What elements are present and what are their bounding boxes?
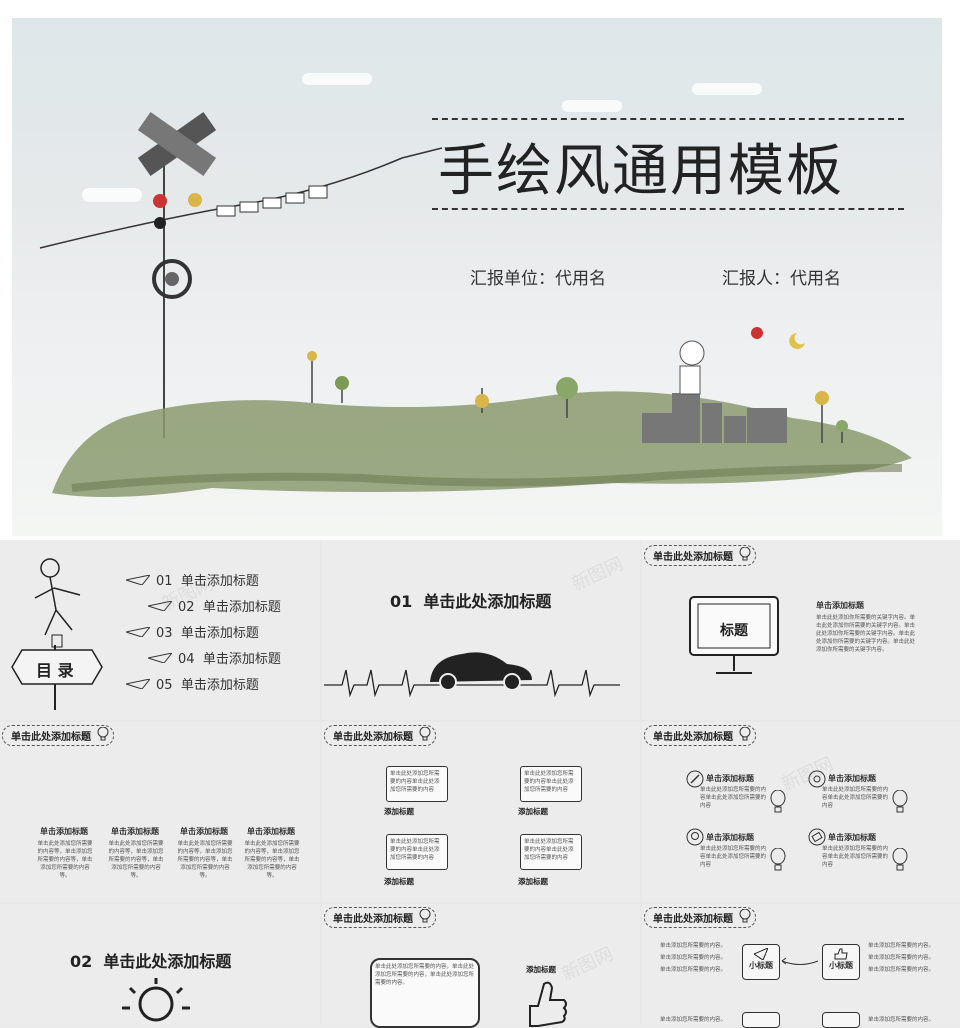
hot-air-balloon-icon [892,790,908,813]
cover-slide[interactable]: 手绘风通用模板 汇报单位：代用名 汇报人：代用名 [0,0,960,540]
flow-box-1[interactable]: 小标题 [742,944,780,980]
column-2-body: 单击此处添加您所需要的内容等，单击添加您所需要的内容等，单击添加您所需要的内容等… [108,841,164,879]
monitor-icon [689,596,779,674]
monitor-heading: 单击添加标题 [816,601,864,610]
slide-tag: 单击此处添加标题 [2,725,114,746]
hot-air-balloon-icon [739,727,751,741]
lightbulb-icon [686,828,704,846]
toc-slide[interactable]: 目 录 01 单击添加标题 02 单击添加标题 03 单击添加标题 04 单击添… [0,540,320,720]
tag-icon [808,828,826,846]
slide-tag: 单击此处添加标题 [644,725,756,746]
paper-plane-icon [126,575,150,585]
bubble-4-label: 添加标题 [518,877,548,886]
toc-item-4[interactable]: 04 单击添加标题 [148,648,281,667]
hand-drawn-landscape-illustration [39,73,912,497]
preview-thumbnails: 目 录 01 单击添加标题 02 单击添加标题 03 单击添加标题 04 单击添… [0,540,960,1028]
column-2-heading: 单击添加标题 [111,827,159,836]
pencil-icon [686,770,704,788]
speech-bubble-3: 单击此处添加您所需要的内容单击此处添加您所需要的内容 [386,834,448,870]
toc-sign-text: 目 录 [36,661,74,680]
icon-item-1-heading: 单击添加标题 [706,774,754,783]
hot-air-balloon-icon [739,547,751,561]
cover-canvas [12,18,942,536]
slide-tag: 单击此处添加标题 [644,907,756,928]
slide-tag: 单击此处添加标题 [324,725,436,746]
flow-chart-slide[interactable]: 单击此处添加标题 单击添加您所需要的内容。 单击添加您所需要的内容。 单击添加您… [642,904,960,1028]
section-02-heading: 02 单击此处添加标题 [70,952,232,971]
toc-item-2[interactable]: 02 单击添加标题 [148,596,281,615]
camera-icon [808,770,826,788]
thumbs-up-label: 添加标题 [526,965,556,974]
toc-item-3[interactable]: 03 单击添加标题 [126,622,259,641]
flow-right-text-2: 单击添加您所需要的内容。 [868,955,935,961]
text-frame: 单击此处添加您所需要的内容，单击此处添加您所需要的内容，单击此处添加您所需要的内… [370,958,480,1028]
slide-tag: 单击此处添加标题 [644,545,756,566]
flow-left-text-3: 单击添加您所需要的内容。 [660,967,727,973]
hot-air-balloon-icon [419,909,431,923]
column-4-body: 单击此处添加您所需要的内容等，单击添加您所需要的内容等，单击添加您所需要的内容等… [244,841,300,879]
column-3-heading: 单击添加标题 [180,827,228,836]
speech-bubble-4: 单击此处添加您所需要的内容单击此处添加您所需要的内容 [520,834,582,870]
flow-box-2[interactable]: 小标题 [822,944,860,980]
paper-plane-icon [148,653,172,663]
section-02-slide[interactable]: 02 单击此处添加标题 [0,904,320,1025]
bubble-1-label: 添加标题 [384,807,414,816]
thumbs-up-icon [529,981,567,1027]
flow-box-4[interactable] [822,1012,860,1028]
stick-figure-signpost-icon [11,558,103,710]
paper-plane-icon [148,601,172,611]
cover-title-frame: 手绘风通用模板 [432,118,904,210]
flow-left-text-2: 单击添加您所需要的内容。 [660,955,727,961]
monitor-screen-text: 标题 [720,623,748,639]
column-3-body: 单击此处添加您所需要的内容等，单击添加您所需要的内容等，单击添加您所需要的内容等… [177,841,233,879]
bubble-2-label: 添加标题 [518,807,548,816]
flow-left-text-4: 单击添加您所需要的内容。 [660,1017,727,1023]
section-01-heading: 01 单击此处添加标题 [390,592,552,611]
hot-air-balloon-icon [892,848,908,871]
flow-left-text-1: 单击添加您所需要的内容。 [660,943,727,949]
slide-tag: 单击此处添加标题 [324,907,436,928]
cover-title[interactable]: 手绘风通用模板 [438,139,844,204]
speech-bubble-1: 单击此处添加您所需要的内容单击此处添加您所需要的内容 [386,766,448,802]
column-4-heading: 单击添加标题 [247,827,295,836]
four-column-slide[interactable]: 单击此处添加标题 单击添加标题 单击此处添加您所需要的内容等，单击添加您所需要的… [0,722,320,902]
icon-item-2-body: 单击此处添加您所需要的内容单击此处添加您所需要的内容 [822,787,889,809]
reporter-name[interactable]: 汇报人：代用名 [722,269,841,289]
flow-right-text-1: 单击添加您所需要的内容。 [868,943,935,949]
lightbulb-icon [122,978,190,1022]
thumbs-up-slide[interactable]: 单击此处添加标题 单击此处添加您所需要的内容，单击此处添加您所需要的内容，单击此… [322,904,640,1028]
icon-item-2-heading: 单击添加标题 [828,774,876,783]
icon-item-3-heading: 单击添加标题 [706,833,754,842]
arrow-icon [781,957,819,965]
hot-air-balloon-icon [419,727,431,741]
icon-item-4-body: 单击此处添加您所需要的内容单击此处添加您所需要的内容 [822,846,889,868]
icon-item-4-heading: 单击添加标题 [828,833,876,842]
icon-list-slide[interactable]: 单击此处添加标题 单击添加标题 单击此处添加您所需要的内容单击此处添加您所需要的… [642,722,960,902]
column-1-body: 单击此处添加您所需要的内容等，单击添加您所需要的内容等，单击添加您所需要的内容等… [37,841,93,879]
section-01-slide[interactable]: 01 单击此处添加标题 [322,540,640,720]
icon-item-3-body: 单击此处添加您所需要的内容单击此处添加您所需要的内容 [700,846,767,868]
bubble-3-label: 添加标题 [384,877,414,886]
car-heartbeat-icon [324,652,620,698]
icon-item-1-body: 单击此处添加您所需要的内容单击此处添加您所需要的内容 [700,787,767,809]
thumbs-up-icon [834,948,848,960]
hot-air-balloon-icon [97,727,109,741]
paper-plane-icon [126,627,150,637]
paper-plane-icon [126,679,150,689]
speech-bubble-2: 单击此处添加您所需要的内容单击此处添加您所需要的内容 [520,766,582,802]
monitor-body: 单击此处添加你所需要的关键字内容。单击此处添加你所需要的关键字内容。单击此处添加… [816,615,916,653]
flow-right-text-4: 单击添加您所需要的内容。 [868,1017,935,1023]
flow-box-3[interactable] [742,1012,780,1028]
hot-air-balloon-icon [770,848,786,871]
column-1-heading: 单击添加标题 [40,827,88,836]
toc-item-1[interactable]: 01 单击添加标题 [126,570,259,589]
paper-plane-icon [754,948,768,960]
monitor-slide[interactable]: 单击此处添加标题 标题 单击添加标题 单击此处添加你所需要的关键字内容。单击此处… [642,540,960,720]
speech-bubble-slide[interactable]: 单击此处添加标题 单击此处添加您所需要的内容单击此处添加您所需要的内容 添加标题… [322,722,640,902]
hot-air-balloon-icon [770,790,786,813]
flow-right-text-3: 单击添加您所需要的内容。 [868,967,935,973]
report-unit[interactable]: 汇报单位：代用名 [470,269,606,289]
toc-item-5[interactable]: 05 单击添加标题 [126,674,259,693]
hot-air-balloon-icon [739,909,751,923]
